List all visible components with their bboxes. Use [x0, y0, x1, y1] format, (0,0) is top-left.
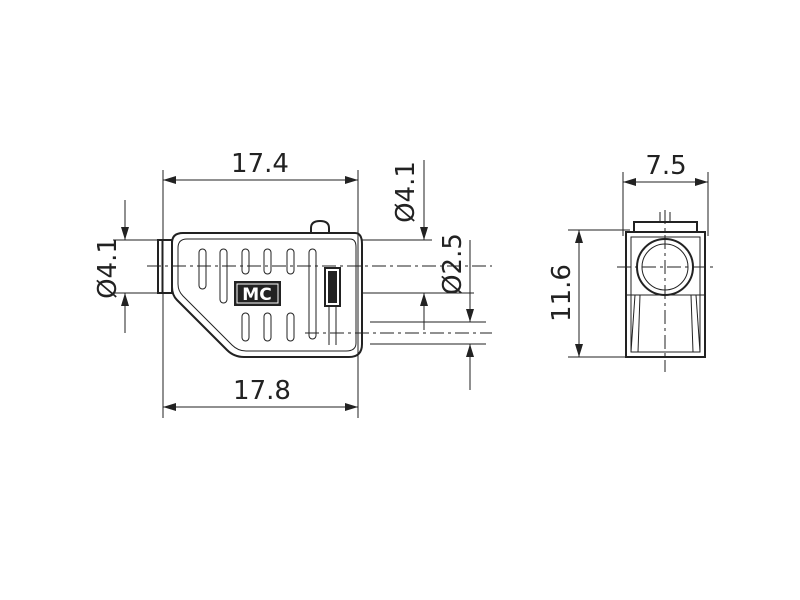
dimension-left-diameter: Ø4.1 — [93, 200, 168, 333]
contact-element — [324, 267, 341, 345]
housing-outline — [171, 219, 363, 358]
dimension-right-diameter-inner-label: Ø2.5 — [438, 233, 468, 295]
dimension-top-length-label: 17.4 — [231, 149, 289, 179]
front-view: 17.4 17.8 Ø4.1 — [93, 149, 492, 418]
dimension-side-width: 7.5 — [623, 151, 708, 186]
dimension-right-diameter-outer: Ø4.1 — [391, 160, 428, 330]
housing-ribs — [198, 248, 317, 342]
dimension-side-width-label: 7.5 — [645, 151, 686, 181]
dimension-top-length: 17.4 — [163, 149, 358, 184]
dimension-bottom-length: 17.8 — [163, 376, 358, 411]
dimension-bottom-length-label: 17.8 — [233, 376, 291, 406]
dimension-side-height: 11.6 — [547, 230, 583, 357]
mc-logo-text: MC — [242, 285, 271, 305]
dimension-side-height-label: 11.6 — [547, 264, 577, 322]
dimension-left-diameter-label: Ø4.1 — [93, 237, 123, 299]
mc-logo: MC — [234, 281, 281, 306]
dimension-right-diameter-outer-label: Ø4.1 — [391, 161, 421, 223]
side-view: 7.5 11.6 — [547, 151, 716, 372]
dimension-right-diameter-inner: Ø2.5 — [438, 233, 474, 390]
